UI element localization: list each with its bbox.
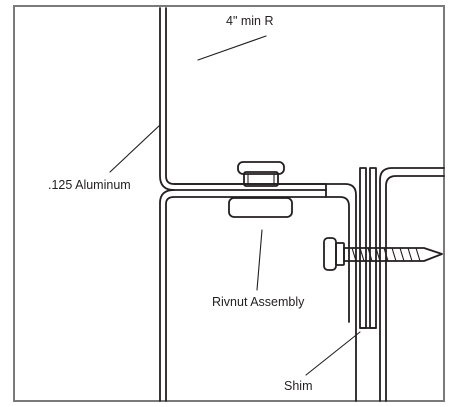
aluminum-callout-label: .125 Aluminum xyxy=(48,178,131,192)
rivnut-leader-line xyxy=(256,229,263,291)
panel-return-flange xyxy=(173,183,357,402)
rivnut-assembly xyxy=(228,161,293,218)
drawing-frame xyxy=(13,5,445,402)
rivnut-callout-label: Rivnut Assembly xyxy=(212,295,305,309)
lower-aluminum-panel xyxy=(159,189,327,402)
radius-leader-line xyxy=(197,35,267,61)
aluminum-leader-line xyxy=(109,124,161,173)
radius-callout-label: 4" min R xyxy=(226,14,274,28)
upper-aluminum-panel xyxy=(159,7,327,191)
substrate-frame xyxy=(379,167,445,402)
shim-callout-label: Shim xyxy=(284,379,312,393)
shim-leader-line xyxy=(305,331,361,376)
fastener-screw xyxy=(323,237,443,271)
